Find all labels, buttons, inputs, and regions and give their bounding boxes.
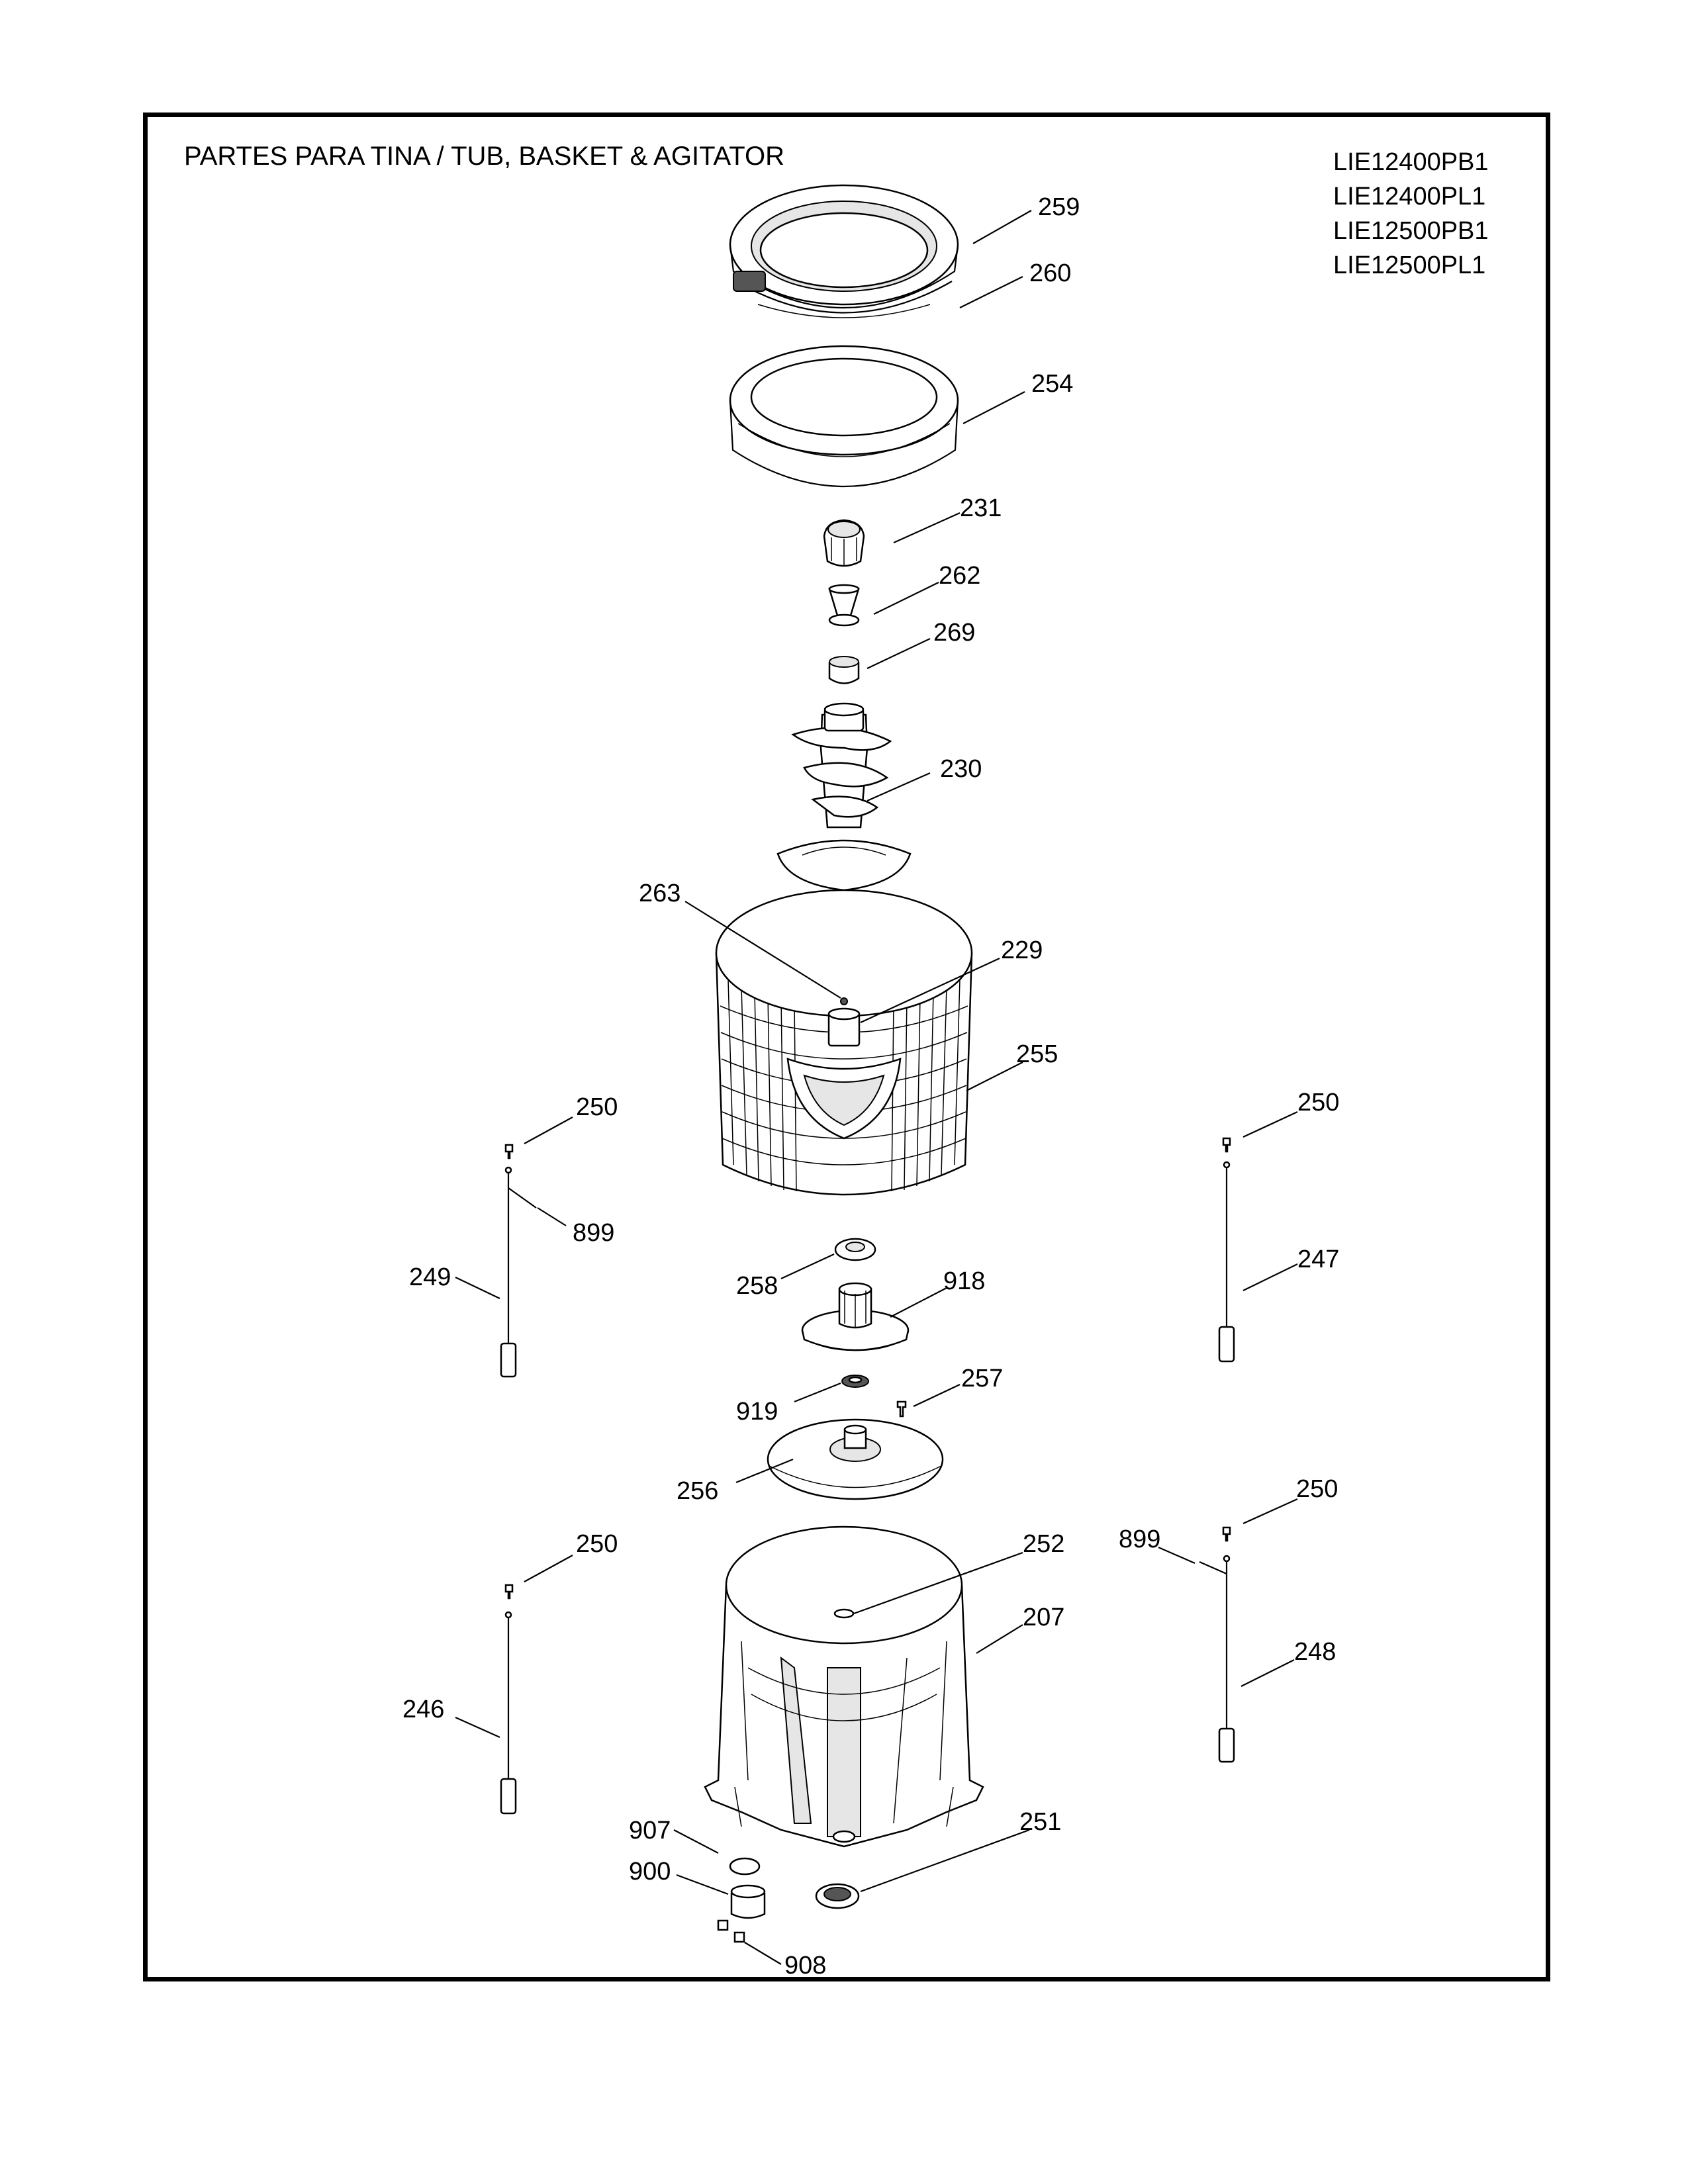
screw-part [896,1400,907,1418]
callout-250-lower-left: 250 [576,1530,618,1558]
bushing-part [828,656,860,684]
callout-207: 207 [1023,1604,1064,1631]
callout-259: 259 [1038,193,1080,221]
callout-248: 248 [1294,1638,1336,1666]
callout-250-upper-left: 250 [576,1093,618,1121]
tub-bottom-plate-part [767,1418,944,1500]
agitator-cone-part [828,584,860,627]
callout-252: 252 [1023,1530,1064,1558]
drain-fitting-parts [717,1857,766,1943]
callout-labels: 259 260 254 231 262 269 230 263 229 255 … [402,193,1339,1979]
hub-part [801,1282,910,1351]
outer-tub-part [704,1525,984,1848]
model-number-2: LIE12400PL1 [1333,183,1486,210]
model-number-1: LIE12400PB1 [1333,148,1489,176]
tub-cover-part [729,184,959,318]
callout-229: 229 [1001,936,1043,964]
callout-255: 255 [1016,1040,1058,1068]
callout-250-lower-right: 250 [1296,1475,1338,1503]
callout-246: 246 [402,1696,444,1723]
balance-ring-part [729,345,959,488]
agitator-auger-part [776,702,912,891]
callout-899-right: 899 [1119,1525,1160,1553]
callout-907: 907 [629,1817,671,1844]
callout-249: 249 [409,1263,451,1291]
callout-908: 908 [784,1952,826,1979]
callout-900: 900 [629,1858,671,1886]
callout-247: 247 [1297,1246,1339,1273]
model-number-3: LIE12500PB1 [1333,217,1489,245]
wash-basket-part [715,889,973,1196]
page-title: PARTES PARA TINA / TUB, BASKET & AGITATO… [184,142,784,171]
suspension-rod-247 [1218,1137,1235,1363]
callout-262: 262 [939,562,980,590]
callout-231: 231 [960,494,1002,522]
leader-lines [455,210,1298,1965]
agitator-cap-part [823,519,865,567]
callout-250-upper-right: 250 [1297,1089,1339,1116]
nut-part [841,1375,869,1388]
callout-919: 919 [736,1398,778,1426]
seal-part [834,1238,876,1261]
diagram-frame [143,113,1550,1981]
suspension-rod-249 [500,1144,537,1378]
callout-918: 918 [943,1267,985,1295]
suspension-rod-248 [1199,1526,1235,1763]
callout-899-left: 899 [573,1219,614,1247]
callout-269: 269 [933,619,975,647]
callout-251: 251 [1019,1808,1061,1836]
suspension-rod-246 [500,1584,517,1815]
callout-260: 260 [1029,259,1071,287]
callout-254: 254 [1031,370,1073,398]
callout-263: 263 [639,880,680,907]
callout-256: 256 [677,1477,718,1505]
model-number-4: LIE12500PL1 [1333,251,1486,279]
callout-230: 230 [940,755,982,783]
callout-257: 257 [961,1365,1003,1392]
drain-boot-part [815,1883,860,1909]
callout-258: 258 [736,1272,778,1300]
